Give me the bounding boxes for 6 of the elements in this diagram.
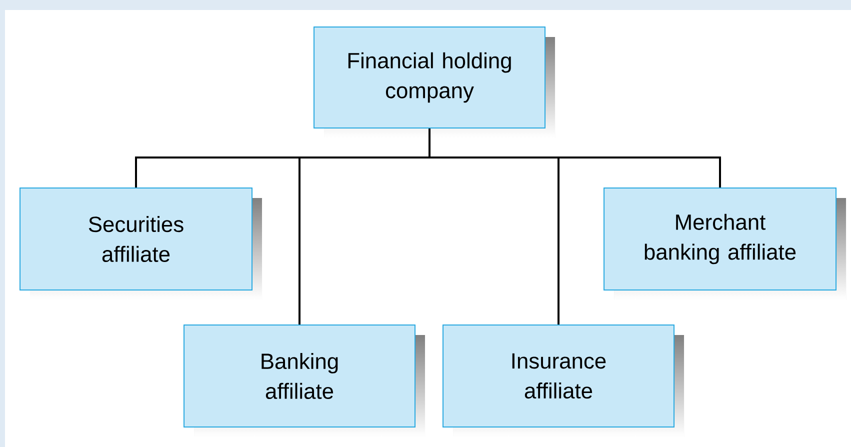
box: Insurance affiliate bbox=[442, 324, 684, 437]
box: Merchant banking affiliate bbox=[604, 188, 846, 300]
connector-line bbox=[428, 128, 721, 188]
box: Securities affiliate bbox=[20, 188, 262, 300]
box: Financial holding company bbox=[314, 26, 555, 138]
box: Banking affiliate bbox=[184, 324, 425, 437]
